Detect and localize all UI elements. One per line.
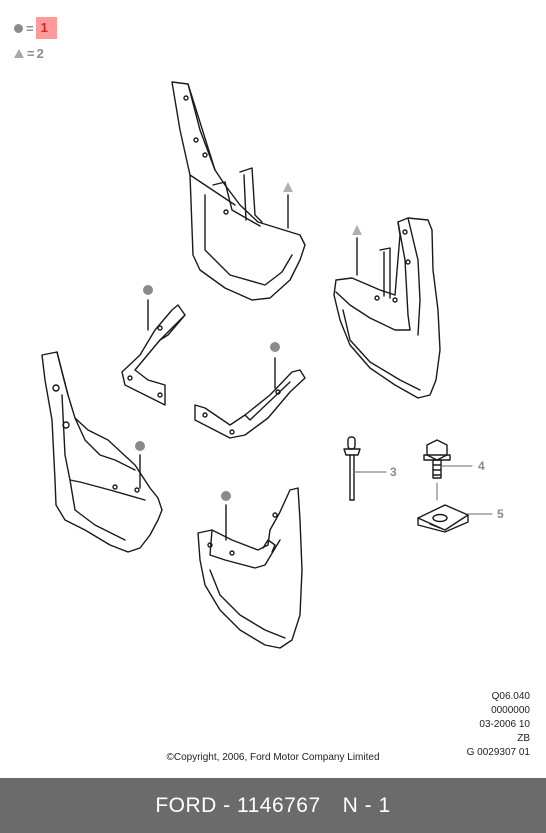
legend-value-1: 1 [35, 17, 57, 39]
rear-mud-flap-left [171, 81, 306, 301]
callout-4: 4 [478, 459, 485, 473]
rear-mud-flap-right [333, 217, 441, 399]
part-number: FORD - 1146767 [155, 793, 321, 817]
triangle-marker-icon [14, 49, 24, 58]
circle-marker-icon [14, 23, 23, 33]
triangle-marker-icon [352, 225, 362, 235]
reference-line: ZB [517, 733, 530, 744]
legend-value-2: 2 [36, 46, 44, 61]
legend-item-2: = 2 [14, 46, 44, 61]
reference-line: G 0029307 01 [466, 747, 530, 758]
legend-item-1: = 1 [14, 17, 57, 39]
bracket-center [194, 357, 306, 439]
parts-diagram: 3 4 5 [41, 81, 504, 649]
front-mud-flap-right [197, 487, 303, 649]
footer-bar: FORD - 1146767 N - 1 [0, 778, 546, 833]
quantity-markers [135, 182, 362, 501]
diagram-code: N - 1 [342, 793, 391, 817]
circle-marker-icon [135, 441, 145, 451]
circle-marker-icon [270, 342, 280, 352]
circle-marker-icon [143, 285, 153, 295]
legend-equals: = [26, 20, 34, 36]
triangle-marker-icon [283, 182, 293, 192]
callout-5: 5 [497, 507, 504, 521]
reference-line: 0000000 [491, 705, 530, 716]
legend-equals: = [27, 46, 35, 61]
bracket-left [121, 299, 186, 406]
rivet [343, 436, 361, 501]
copyright-notice: ©Copyright, 2006, Ford Motor Company Lim… [166, 752, 380, 763]
callout-3: 3 [390, 465, 397, 479]
clip-nut [417, 504, 469, 533]
diagram-reference-info: Q06.040 0000000 03-2006 10 ZB G 0029307 … [467, 690, 530, 760]
circle-marker-icon [221, 491, 231, 501]
bolt [423, 439, 451, 479]
reference-line: Q06.040 [491, 691, 530, 702]
reference-line: 03-2006 10 [479, 719, 530, 730]
front-mud-flap-left [41, 351, 163, 553]
